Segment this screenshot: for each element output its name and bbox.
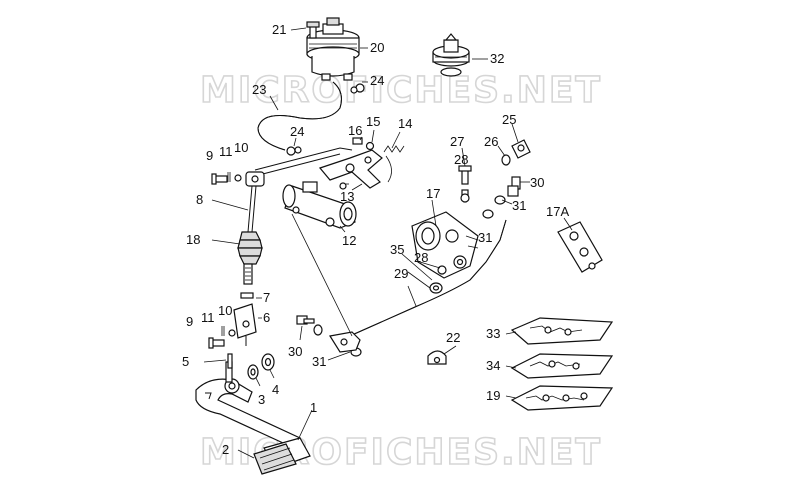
screw-16 xyxy=(352,137,363,145)
caliper-17a xyxy=(557,221,603,273)
callout-24-top: 24 xyxy=(370,73,384,88)
pedal-rubber xyxy=(253,437,311,475)
master-cylinder xyxy=(282,181,357,229)
callout-25: 25 xyxy=(502,112,516,127)
watermark-top: MICROFICHES.NET xyxy=(200,70,602,111)
filler-cap xyxy=(432,33,470,77)
repair-kit-19 xyxy=(510,385,614,411)
hose-clip-lower xyxy=(286,146,302,156)
callout-31-mid: 31 xyxy=(478,230,492,245)
pin-9-upper xyxy=(211,173,228,185)
callout-19: 19 xyxy=(486,388,500,403)
hose-clip-upper xyxy=(350,83,365,94)
bolt-28-upper xyxy=(458,165,472,185)
callout-31-top: 31 xyxy=(512,198,526,213)
callout-8: 8 xyxy=(196,192,203,207)
callout-23: 23 xyxy=(252,82,266,97)
callout-28-bottom: 28 xyxy=(414,250,428,265)
callout-20: 20 xyxy=(370,40,384,55)
washer-35 xyxy=(429,282,443,294)
callout-17a: 17A xyxy=(546,204,569,219)
washer-4 xyxy=(261,353,275,371)
callout-13: 13 xyxy=(340,189,354,204)
cotter-11-lower xyxy=(221,326,225,336)
sensor-25 xyxy=(511,139,531,159)
mounting-bracket xyxy=(318,149,383,189)
callout-labels: 21 20 24 32 23 24 16 15 14 13 12 9 11 10… xyxy=(182,22,569,457)
callout-12: 12 xyxy=(342,233,356,248)
fluid-reservoir xyxy=(306,17,360,81)
brake-pedal xyxy=(195,361,301,449)
callout-26: 26 xyxy=(484,134,498,149)
callout-30-top: 30 xyxy=(530,175,544,190)
callout-35: 35 xyxy=(390,242,404,257)
callout-33: 33 xyxy=(486,326,500,341)
callout-16: 16 xyxy=(348,123,362,138)
callout-2: 2 xyxy=(222,442,229,457)
callout-27: 27 xyxy=(450,134,464,149)
repair-kit-33 xyxy=(510,317,614,345)
nut-7 xyxy=(240,292,254,299)
callout-3: 3 xyxy=(258,392,265,407)
rubber-boot xyxy=(237,231,263,285)
callout-10-top: 10 xyxy=(234,140,248,155)
brake-line xyxy=(351,219,507,336)
callout-34: 34 xyxy=(486,358,500,373)
callout-22: 22 xyxy=(446,330,460,345)
clip-22 xyxy=(427,350,447,365)
callout-32: 32 xyxy=(490,51,504,66)
washer-31-lower xyxy=(313,324,362,357)
washer-10-upper xyxy=(234,174,242,182)
callout-4: 4 xyxy=(272,382,279,397)
brake-caliper xyxy=(411,211,479,279)
linkage-rod xyxy=(245,171,265,233)
bleeder-27 xyxy=(460,189,470,203)
pin-5 xyxy=(227,353,233,369)
callout-21: 21 xyxy=(272,22,286,37)
washer-15 xyxy=(365,141,375,151)
callout-9-top: 9 xyxy=(206,148,213,163)
callout-24-mid: 24 xyxy=(290,124,304,139)
washer-26 xyxy=(501,154,511,166)
cotter-11-upper xyxy=(227,172,231,182)
callout-30-bottom: 30 xyxy=(288,344,302,359)
washer-31-upper xyxy=(482,195,506,219)
callout-11-bottom: 11 xyxy=(201,310,215,325)
callout-1: 1 xyxy=(310,400,317,415)
banjo-bolt-lower xyxy=(296,315,315,325)
callout-15: 15 xyxy=(366,114,380,129)
callout-10-bottom: 10 xyxy=(218,303,232,318)
callout-17: 17 xyxy=(426,186,440,201)
return-spring xyxy=(383,145,405,183)
callout-11-top: 11 xyxy=(219,144,233,159)
callout-14: 14 xyxy=(398,116,412,131)
callout-5: 5 xyxy=(182,354,189,369)
hose xyxy=(257,81,342,151)
washer-10-lower xyxy=(228,329,236,337)
callout-6: 6 xyxy=(263,310,270,325)
leader-lines xyxy=(203,27,573,459)
washer-3 xyxy=(247,364,259,380)
callout-28-top: 28 xyxy=(454,152,468,167)
reservoir-screw xyxy=(306,21,320,39)
bolt-28-lower xyxy=(437,265,447,275)
callout-7: 7 xyxy=(263,290,270,305)
clevis-6 xyxy=(233,303,257,346)
callout-31-bottom: 31 xyxy=(312,354,326,369)
pin-9-lower xyxy=(208,337,225,349)
callout-29: 29 xyxy=(394,266,408,281)
callout-9-bottom: 9 xyxy=(186,314,193,329)
callout-18: 18 xyxy=(186,232,200,247)
banjo-bolt-upper xyxy=(507,176,521,197)
repair-kit-34 xyxy=(510,353,614,379)
